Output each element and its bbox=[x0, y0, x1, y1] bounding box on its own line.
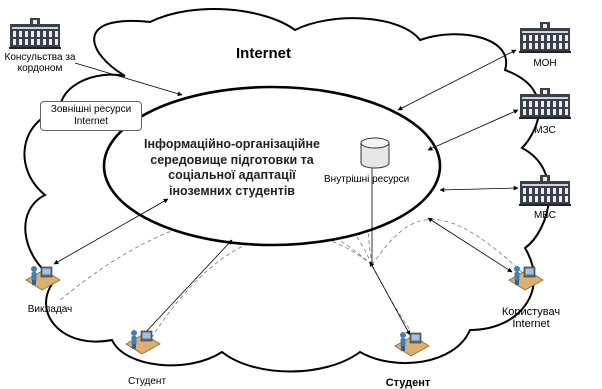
cloud-title: Internet bbox=[236, 45, 292, 62]
consulates-label: Консульства за кордоном bbox=[4, 52, 76, 74]
internal-resources-label: Внутрішні ресурси bbox=[324, 174, 410, 185]
core-environment bbox=[102, 85, 442, 247]
core-title: Інформаційно-організаційне середовище пі… bbox=[144, 137, 320, 198]
connection-arrows bbox=[53, 49, 519, 336]
mon-building-icon bbox=[519, 22, 571, 53]
student-center-label: Студент bbox=[385, 377, 431, 389]
student-left-label: Студент bbox=[127, 376, 167, 387]
teacher-label: Викладач bbox=[27, 304, 73, 315]
mzs-label: МЗС bbox=[534, 125, 556, 136]
consulates-building-icon bbox=[9, 18, 61, 49]
mvs-label: МВС bbox=[534, 210, 556, 221]
external-resources-callout: Зовнішні ресурси Internet bbox=[40, 101, 142, 131]
database-icon bbox=[360, 137, 390, 169]
internet-user-label: Користувач Internet bbox=[501, 306, 561, 331]
mon-label: МОН bbox=[533, 58, 557, 69]
